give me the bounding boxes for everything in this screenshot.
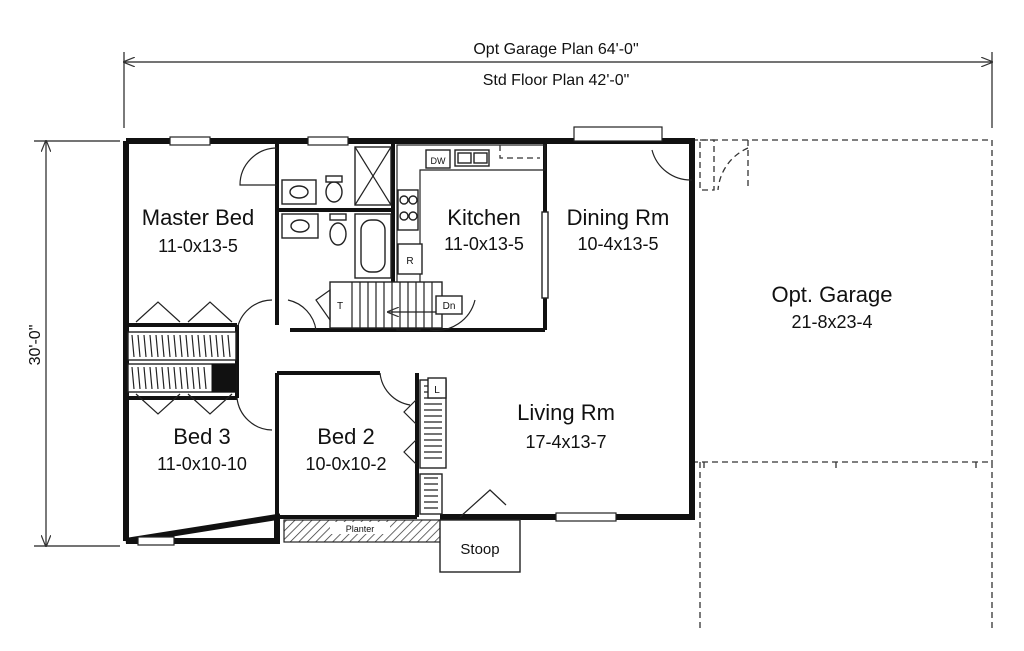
stair-t-label: T xyxy=(337,301,343,312)
master-bed-size: 11-0x13-5 xyxy=(158,236,238,256)
windows xyxy=(137,126,663,546)
doors xyxy=(236,147,693,518)
room-labels: Master Bed 11-0x13-5 Kitchen 11-0x13-5 D… xyxy=(142,205,893,474)
overall-width-label: Opt Garage Plan 64'-0" xyxy=(473,41,638,58)
kitchen-fixtures: DW R xyxy=(396,144,549,331)
dining-name: Dining Rm xyxy=(567,205,670,230)
garage-size: 21-8x23-4 xyxy=(791,312,872,332)
bed2-size: 10-0x10-2 xyxy=(305,454,386,474)
house-width-label: Std Floor Plan 42'-0" xyxy=(483,72,630,89)
linen-label: L xyxy=(434,385,440,396)
living-name: Living Rm xyxy=(517,400,615,425)
depth-label: 30'-0" xyxy=(27,325,44,366)
bathroom-fixtures xyxy=(281,146,392,279)
closets: L xyxy=(127,301,447,515)
stairs: T Dn xyxy=(315,281,463,329)
left-dimension: 30'-0" xyxy=(27,141,120,546)
master-bed-name: Master Bed xyxy=(142,205,255,230)
interior-walls xyxy=(126,141,547,541)
planter-label: Planter xyxy=(346,524,375,534)
bed3-size: 11-0x10-10 xyxy=(157,454,247,474)
planter-stoop: Planter Stoop xyxy=(283,519,521,573)
kitchen-name: Kitchen xyxy=(447,205,520,230)
dishwasher-label: DW xyxy=(431,156,446,166)
top-dimensions: Opt Garage Plan 64'-0" Std Floor Plan 42… xyxy=(124,41,992,128)
stoop-label: Stoop xyxy=(460,541,499,558)
kitchen-size: 11-0x13-5 xyxy=(444,234,524,254)
dining-size: 10-4x13-5 xyxy=(577,234,658,254)
bed3-name: Bed 3 xyxy=(173,424,231,449)
living-size: 17-4x13-7 xyxy=(525,432,606,452)
stair-down-label: Dn xyxy=(443,301,456,312)
refrigerator-label: R xyxy=(406,256,413,267)
optional-garage xyxy=(692,139,993,630)
bed2-name: Bed 2 xyxy=(317,424,375,449)
garage-name: Opt. Garage xyxy=(771,282,892,307)
